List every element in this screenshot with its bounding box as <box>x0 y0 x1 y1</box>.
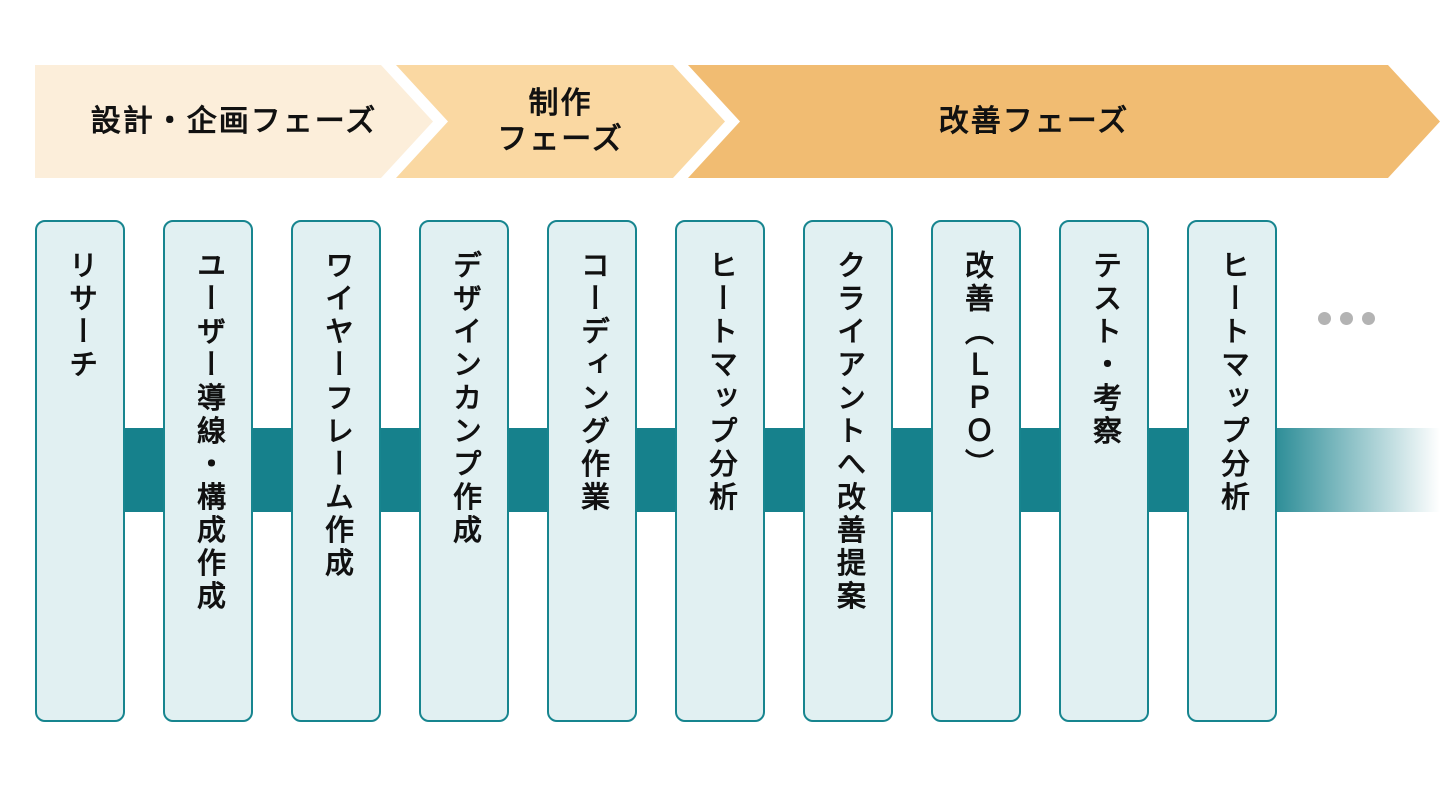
step-label: テスト・考察 <box>1088 250 1121 449</box>
phase-label-planning: 設計・企画フェーズ <box>90 104 378 138</box>
dot-icon <box>1318 312 1331 325</box>
step-card-research: リサーチ <box>35 220 125 722</box>
step-card-user-flow-structure: ユーザー導線・構成作成 <box>163 220 253 722</box>
step-card-wireframe: ワイヤーフレーム作成 <box>291 220 381 722</box>
step-label: コーディング作業 <box>576 250 609 515</box>
more-steps-ellipsis <box>1318 312 1375 325</box>
step-label: ヒートマップ分析 <box>704 250 737 515</box>
step-label: クライアントへ改善提案 <box>832 250 865 614</box>
step-card-improvement-lpo: 改善（ＬＰＯ） <box>931 220 1021 722</box>
step-card-client-improvement-proposal: クライアントへ改善提案 <box>803 220 893 722</box>
step-card-heatmap-analysis-2: ヒートマップ分析 <box>1187 220 1277 722</box>
step-label: ワイヤーフレーム作成 <box>320 250 353 581</box>
phase-label-improvement: 改善フェーズ <box>938 104 1130 138</box>
step-label: デザインカンプ作成 <box>448 250 481 548</box>
step-label: ヒートマップ分析 <box>1216 250 1249 515</box>
dot-icon <box>1340 312 1353 325</box>
step-card-coding: コーディング作業 <box>547 220 637 722</box>
dot-icon <box>1362 312 1375 325</box>
phase-arrow-production: 制作 フェーズ <box>396 65 725 178</box>
step-label: ユーザー導線・構成作成 <box>192 250 225 614</box>
step-label: リサーチ <box>64 250 97 383</box>
step-card-test-review: テスト・考察 <box>1059 220 1149 722</box>
phase-arrow-planning: 設計・企画フェーズ <box>35 65 433 178</box>
phase-label-production: 制作 フェーズ <box>497 86 624 156</box>
phase-arrow-improvement: 改善フェーズ <box>688 65 1440 178</box>
step-label: 改善（ＬＰＯ） <box>960 250 993 482</box>
step-card-heatmap-analysis: ヒートマップ分析 <box>675 220 765 722</box>
step-card-design-comp: デザインカンプ作成 <box>419 220 509 722</box>
